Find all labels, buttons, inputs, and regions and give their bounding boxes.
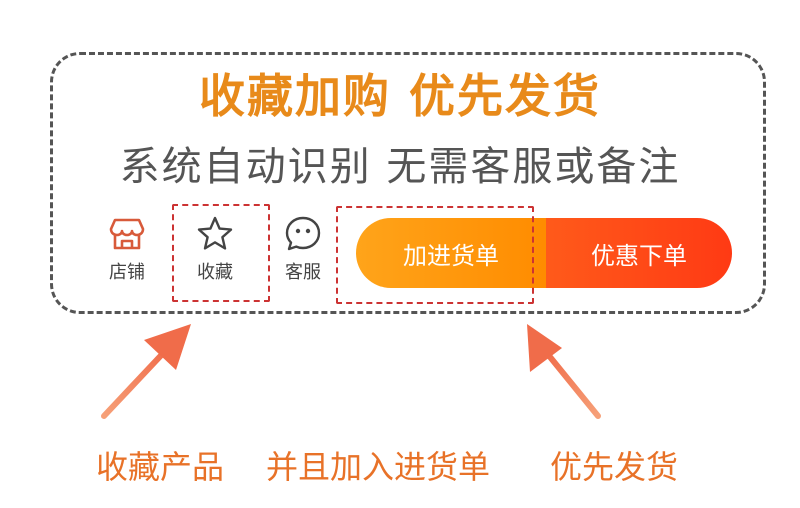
subline: 系统自动识别 无需客服或备注 [119,144,681,190]
customer-service-button[interactable]: 客服 [268,214,338,284]
caption-add-to-cart: 并且加入进货单 [266,448,491,486]
shop-label: 店铺 [109,262,145,283]
star-icon [197,216,233,250]
favorite-label: 收藏 [197,262,233,283]
shop-button[interactable]: 店铺 [92,214,162,284]
favorite-highlight-box [172,204,270,302]
buy-now-button[interactable]: 优惠下单 [546,218,732,288]
headline: 收藏加购 优先发货 [198,69,601,123]
caption-priority-ship: 优先发货 [550,448,679,486]
chat-face-icon [285,216,321,251]
dashed-frame [50,52,766,314]
left-arrow-icon [101,324,191,419]
shop-icon [109,218,145,250]
caption-favorite-product: 收藏产品 [96,448,225,486]
customer-service-label: 客服 [285,262,321,283]
right-arrow-icon [527,324,601,419]
cart-highlight-box [336,206,534,304]
add-to-cart-button[interactable]: 加进货单 [356,218,546,288]
favorite-button[interactable]: 收藏 [180,214,250,284]
